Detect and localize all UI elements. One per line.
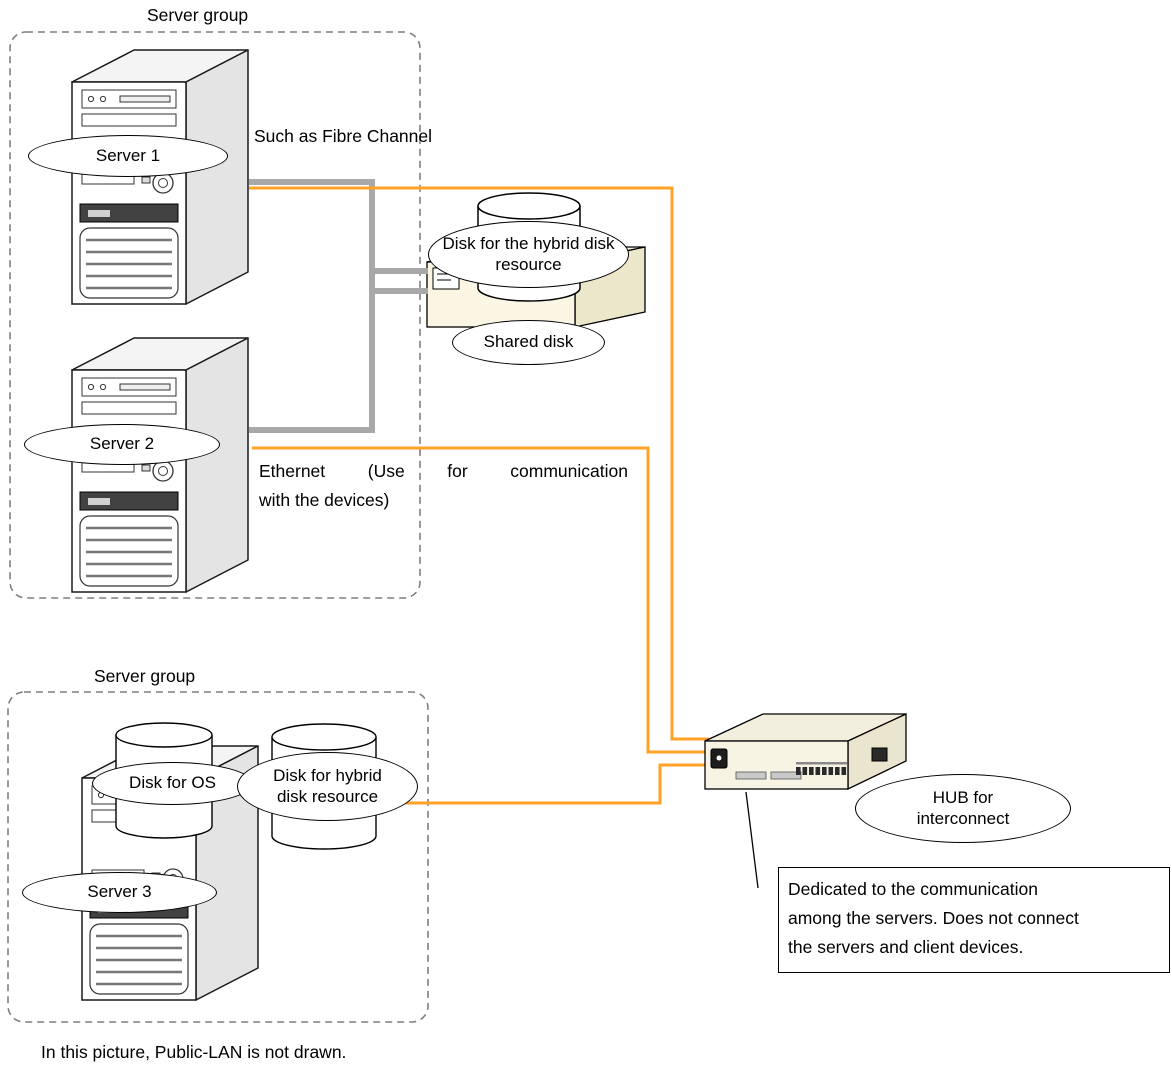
- hub-slot-icon: [770, 771, 802, 780]
- disk-os-label-text: Disk for OS: [129, 773, 216, 793]
- hub-note-line3: the servers and client devices.: [788, 936, 1024, 957]
- fibre-channel-label: Such as Fibre Channel: [254, 126, 433, 146]
- hub-slot-icon: [735, 771, 767, 780]
- server1-tower-icon: [70, 48, 250, 306]
- ethernet-label-line2: with the devices): [259, 490, 390, 511]
- server1-label: Server 1: [28, 135, 228, 177]
- shared-disk-label-text: Shared disk: [483, 332, 574, 352]
- shared-disk-label: Shared disk: [452, 320, 605, 365]
- ethernet-line-server2: [252, 446, 709, 754]
- ethernet-label-line1: Ethernet (Use for communication: [259, 461, 628, 481]
- ethernet-line-server1: [249, 186, 709, 741]
- disk-hybrid-top-label: Disk for the hybrid disk resource: [428, 221, 629, 288]
- hub-note-line1: Dedicated to the communication: [788, 879, 1038, 899]
- server-group-2-label: Server group: [94, 666, 196, 686]
- note-pointer-line: [745, 791, 759, 889]
- hub-note-line2: among the servers. Does not connect: [788, 907, 1079, 928]
- hub-uplink-port-icon: [871, 747, 888, 762]
- server-group-1-label: Server group: [147, 5, 249, 25]
- server2-label: Server 2: [24, 424, 220, 465]
- disk-os-label: Disk for OS: [92, 762, 253, 805]
- footnote-label: In this picture, Public-LAN is not drawn…: [41, 1042, 347, 1062]
- server2-tower-icon: [70, 336, 250, 594]
- server-group-2-box: [7, 691, 429, 1023]
- fibre-channel-line-server1: [249, 179, 428, 294]
- disk-hybrid-bottom-label: Disk for hybrid disk resource: [237, 752, 418, 821]
- server3-label: Server 3: [22, 872, 217, 913]
- hub-port-row-icon: [796, 767, 847, 775]
- ethernet-line-server3-disk: [398, 763, 709, 805]
- hub-note-box: Dedicated to the communication among the…: [778, 867, 1170, 973]
- ethernet-label: Ethernet (Use for communication with the…: [259, 457, 628, 516]
- disk-hybrid-top-label-text: Disk for the hybrid disk resource: [442, 233, 615, 274]
- server2-label-text: Server 2: [89, 434, 155, 454]
- fibre-channel-line-server2: [249, 268, 428, 433]
- server1-label-text: Server 1: [95, 145, 161, 165]
- hub-label-text: HUB for interconnect: [916, 787, 1010, 828]
- disk-hybrid-bottom-label-text: Disk for hybrid disk resource: [273, 765, 382, 806]
- hub-device-icon: [704, 712, 907, 791]
- hub-label: HUB for interconnect: [855, 774, 1071, 843]
- server3-label-text: Server 3: [87, 882, 152, 902]
